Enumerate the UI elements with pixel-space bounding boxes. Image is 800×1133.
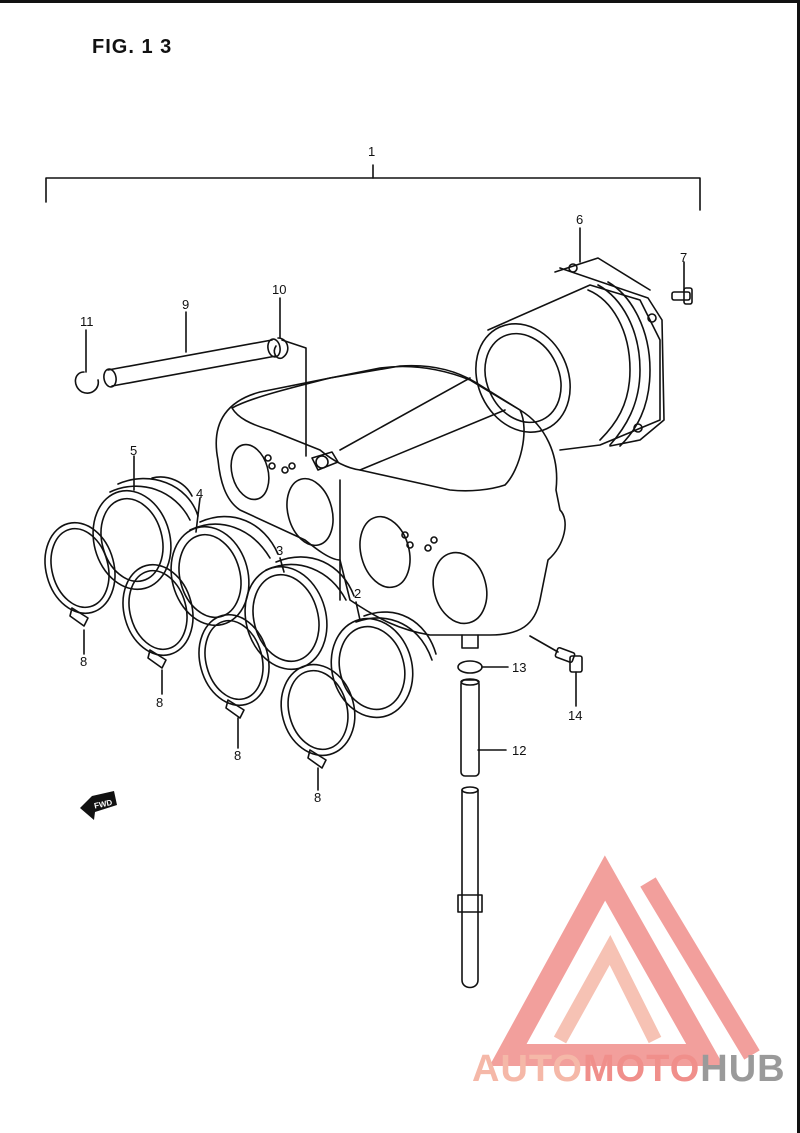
watermark-moto: MOTO [582, 1048, 701, 1090]
callout-3: 3 [276, 543, 283, 558]
callout-9: 9 [182, 297, 189, 312]
callout-8a: 8 [80, 654, 87, 669]
clip-13 [457, 660, 483, 674]
hose-clamp-8c [198, 613, 270, 719]
callout-5: 5 [130, 443, 137, 458]
fwd-label: FWD [93, 798, 113, 811]
assembly-bracket [45, 177, 701, 211]
callout-14: 14 [568, 708, 582, 723]
callout-4: 4 [196, 486, 203, 501]
hose-clamp-8b [122, 563, 194, 669]
screw-14 [554, 646, 583, 673]
intake-pipe-5 [92, 476, 199, 591]
callout-12: 12 [512, 743, 526, 758]
screw-7 [671, 287, 693, 305]
intake-pipe-3 [244, 556, 355, 671]
callout-6: 6 [576, 212, 583, 227]
watermark-text: AUTOMOTOHUB [472, 1048, 786, 1091]
callout-7: 7 [680, 250, 687, 265]
watermark-hub: HUB [700, 1048, 786, 1090]
figure-title: FIG. 1 3 [92, 36, 173, 58]
breather-hose [103, 338, 281, 388]
intake-pipe-2 [330, 611, 437, 719]
hose-clamp-8a [44, 521, 116, 627]
callout-8c: 8 [234, 748, 241, 763]
automotohub-logo [489, 855, 760, 1066]
page-border-right [797, 0, 800, 1133]
callout-11: 11 [80, 314, 94, 329]
air-filter-element [475, 257, 665, 451]
callout-10: 10 [272, 282, 286, 297]
air-cleaner-housing [215, 365, 566, 636]
clamp-11 [74, 371, 100, 394]
page-border-top [0, 0, 800, 3]
watermark-auto: AUTO [472, 1048, 583, 1090]
air-cleaner-cover [231, 364, 525, 492]
callout-2: 2 [354, 586, 361, 601]
drain-hose [457, 678, 483, 989]
callout-13: 13 [512, 660, 526, 675]
callout-1: 1 [368, 144, 375, 159]
hose-clamp-8d [280, 663, 356, 769]
forward-arrow-icon: FWD [80, 791, 117, 820]
callout-8b: 8 [156, 695, 163, 710]
callout-8d: 8 [314, 790, 321, 805]
